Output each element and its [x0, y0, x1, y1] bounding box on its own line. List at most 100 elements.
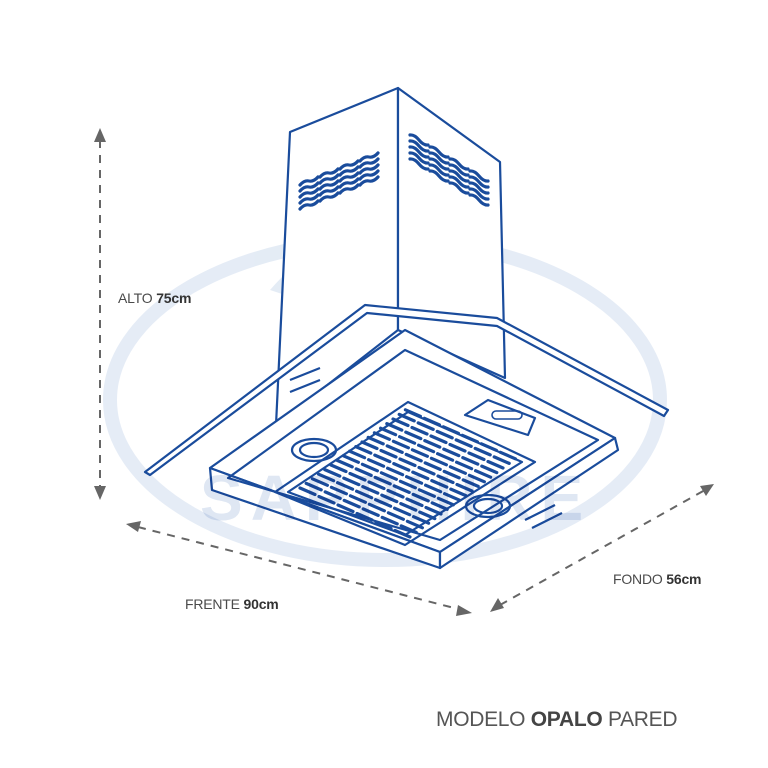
filter-slot	[385, 422, 404, 432]
vent-slot	[318, 185, 340, 197]
filter-slot	[398, 479, 417, 490]
vent-slot	[468, 169, 490, 183]
vent-slot	[298, 193, 320, 205]
vent-slot	[338, 171, 360, 183]
filter-slot	[367, 480, 386, 491]
vent-slot	[358, 169, 380, 181]
filter-slot	[360, 440, 379, 451]
filter-slot	[385, 444, 404, 454]
vent-slot	[448, 157, 470, 171]
filter-slot	[355, 511, 374, 522]
filter-slot	[417, 443, 436, 454]
filter-slot	[436, 496, 455, 507]
filter-slot	[391, 417, 410, 428]
filter-slot	[360, 462, 379, 473]
vent-slot	[358, 163, 380, 175]
filter-slot	[304, 481, 323, 492]
filter-slot	[374, 520, 393, 531]
vent-slot	[448, 181, 470, 195]
filter-slot	[410, 425, 429, 436]
filter-slot	[404, 452, 423, 463]
filter-slot	[423, 439, 442, 449]
filter-slot	[348, 471, 367, 482]
frente-label: FRENTE 90cm	[185, 596, 279, 612]
filter-slot	[379, 426, 398, 437]
filter-slot	[455, 460, 474, 471]
model-suffix: PARED	[607, 708, 678, 731]
vent-slot	[298, 199, 320, 211]
vent-slot	[338, 177, 360, 189]
filter-slot	[418, 510, 437, 521]
filter-slot	[405, 497, 424, 508]
filter-slot	[398, 435, 417, 445]
filter-slot	[329, 463, 348, 474]
vent-slot	[448, 163, 470, 177]
model-title: MODELO OPALO PARED	[436, 708, 678, 732]
glass-panel	[143, 303, 670, 477]
filter-slot	[429, 434, 448, 445]
vent-slot	[318, 179, 340, 191]
arrow-up-right-icon	[700, 484, 714, 496]
filter-slot	[435, 429, 454, 440]
model-prefix: MODELO	[436, 708, 526, 731]
filter-slot	[430, 479, 449, 489]
arrow-down-left-icon	[490, 598, 504, 612]
vent-slot	[448, 175, 470, 189]
control-panel	[463, 398, 537, 437]
filter-slot	[372, 431, 391, 441]
filter-slot	[392, 462, 411, 472]
vent-slot	[318, 173, 340, 185]
filter-slot	[392, 484, 411, 494]
svg-text:SAPPHIRE: SAPPHIRE	[200, 462, 591, 534]
arrow-down-icon	[94, 486, 106, 500]
filter-slot	[380, 515, 399, 526]
filter-slot	[467, 451, 486, 462]
vent-slot	[428, 163, 450, 177]
filter-slot	[380, 493, 399, 504]
filter-slot	[480, 464, 499, 475]
model-name: OPALO	[530, 708, 603, 731]
vent-slot	[318, 191, 340, 203]
filter-slot	[399, 502, 418, 512]
vent-slot	[468, 193, 490, 207]
fondo-label: FONDO 56cm	[613, 571, 701, 587]
filter-slot	[386, 466, 405, 477]
watermark-logo: SAPPHIRE	[200, 462, 591, 534]
filter-slot	[411, 470, 430, 481]
alto-label: ALTO 75cm	[118, 290, 191, 306]
filter-slot	[448, 465, 467, 475]
filter-slot	[367, 502, 386, 513]
filter-slot	[430, 501, 449, 511]
vent-slot	[358, 175, 380, 187]
light-left	[290, 437, 338, 463]
filter-slot	[422, 416, 441, 427]
filter-slot	[342, 476, 361, 487]
filter-slot	[317, 472, 336, 483]
filter-slot	[417, 488, 436, 498]
filter-slot	[448, 442, 467, 453]
filter-slot	[361, 507, 380, 518]
filter-slot	[354, 445, 373, 455]
filter-slot	[298, 486, 317, 497]
filter-slot	[461, 456, 480, 466]
filter-slot	[411, 492, 430, 503]
filter-slot	[341, 454, 360, 464]
filter-slot	[474, 469, 493, 479]
filter-slot	[342, 498, 361, 509]
filter-slot	[417, 465, 436, 476]
filter-slot	[467, 473, 486, 484]
frente-dimension-line	[137, 526, 463, 611]
vent-slot	[468, 175, 490, 189]
vent-slot	[428, 157, 450, 171]
filter-slot	[367, 458, 386, 468]
filter-slot	[366, 435, 385, 446]
filter-slot	[348, 449, 367, 460]
filter-slot	[373, 453, 392, 464]
vent-slot	[338, 159, 360, 171]
filter-slot	[442, 469, 461, 480]
filter-slot	[336, 503, 355, 514]
filter-slot	[323, 490, 342, 500]
arrow-right-icon	[456, 605, 472, 616]
filter-slot	[399, 524, 418, 535]
filter-slot	[336, 481, 355, 491]
